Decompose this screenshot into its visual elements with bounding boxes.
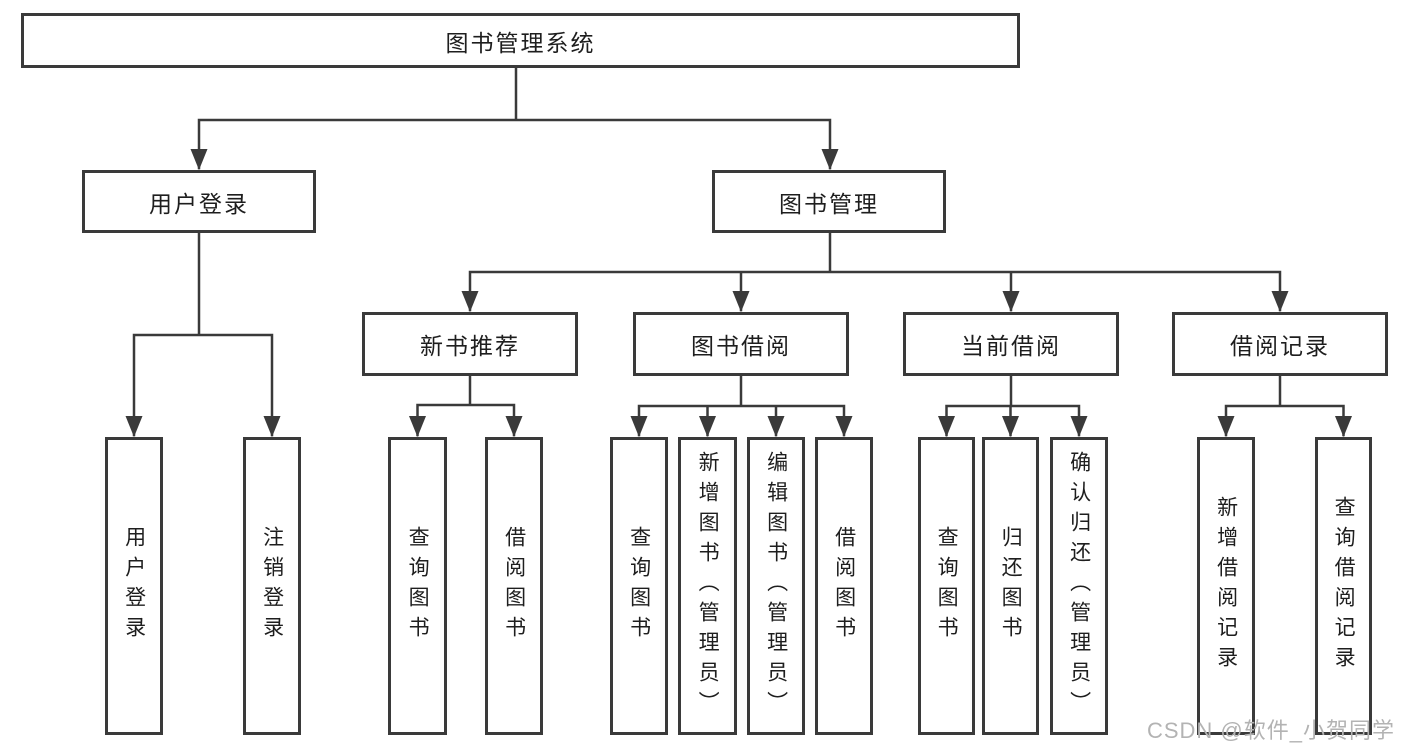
node-root: 图书管理系统 — [21, 13, 1020, 68]
node-new-book-recommend: 新书推荐 — [362, 312, 578, 376]
leaf-query-books-current-label: 查询图书 — [935, 526, 959, 646]
leaf-add-books-admin-label: 新增图书（管理员） — [696, 451, 720, 721]
node-book-borrowing: 图书借阅 — [633, 312, 849, 376]
node-user-login-label: 用户登录 — [149, 190, 249, 217]
node-book-management: 图书管理 — [712, 170, 946, 233]
node-new-book-recommend-label: 新书推荐 — [420, 333, 520, 359]
leaf-borrow-books-borrowing-label: 借阅图书 — [832, 526, 856, 646]
node-root-label: 图书管理系统 — [445, 29, 596, 56]
arrowheads — [125, 149, 1352, 437]
node-current-borrowing: 当前借阅 — [903, 312, 1119, 376]
leaf-query-borrow-record: 查询借阅记录 — [1315, 437, 1372, 735]
leaf-return-books-label: 归还图书 — [999, 526, 1023, 646]
node-current-borrowing-label: 当前借阅 — [961, 333, 1061, 359]
leaf-borrow-books-recommend: 借阅图书 — [485, 437, 543, 735]
leaf-query-books-recommend-label: 查询图书 — [406, 526, 430, 646]
leaf-logout-login: 注销登录 — [243, 437, 301, 735]
leaf-add-borrow-record: 新增借阅记录 — [1197, 437, 1255, 735]
leaf-edit-books-admin-label: 编辑图书（管理员） — [764, 451, 788, 721]
leaf-logout-login-label: 注销登录 — [260, 526, 284, 646]
node-book-borrowing-label: 图书借阅 — [691, 333, 791, 359]
leaf-borrow-books-borrowing: 借阅图书 — [815, 437, 873, 735]
leaf-user-login-label: 用户登录 — [122, 526, 146, 646]
leaf-query-borrow-record-label: 查询借阅记录 — [1332, 496, 1356, 676]
leaf-add-borrow-record-label: 新增借阅记录 — [1214, 496, 1238, 676]
leaf-confirm-return-admin: 确认归还（管理员） — [1050, 437, 1108, 735]
leaf-user-login: 用户登录 — [105, 437, 163, 735]
leaf-add-books-admin: 新增图书（管理员） — [678, 437, 737, 735]
leaf-query-books-borrowing-label: 查询图书 — [627, 526, 651, 646]
leaf-query-books-current: 查询图书 — [918, 437, 975, 735]
watermark: CSDN @软件_小贺同学 — [1146, 718, 1395, 743]
leaf-borrow-books-recommend-label: 借阅图书 — [502, 526, 526, 646]
node-user-login: 用户登录 — [82, 170, 316, 233]
leaf-query-books-recommend: 查询图书 — [388, 437, 447, 735]
node-borrowing-records: 借阅记录 — [1172, 312, 1388, 376]
leaf-return-books: 归还图书 — [982, 437, 1039, 735]
node-book-management-label: 图书管理 — [779, 190, 879, 217]
leaf-confirm-return-admin-label: 确认归还（管理员） — [1067, 451, 1091, 721]
leaf-query-books-borrowing: 查询图书 — [610, 437, 668, 735]
leaf-edit-books-admin: 编辑图书（管理员） — [747, 437, 805, 735]
node-borrowing-records-label: 借阅记录 — [1230, 333, 1330, 359]
